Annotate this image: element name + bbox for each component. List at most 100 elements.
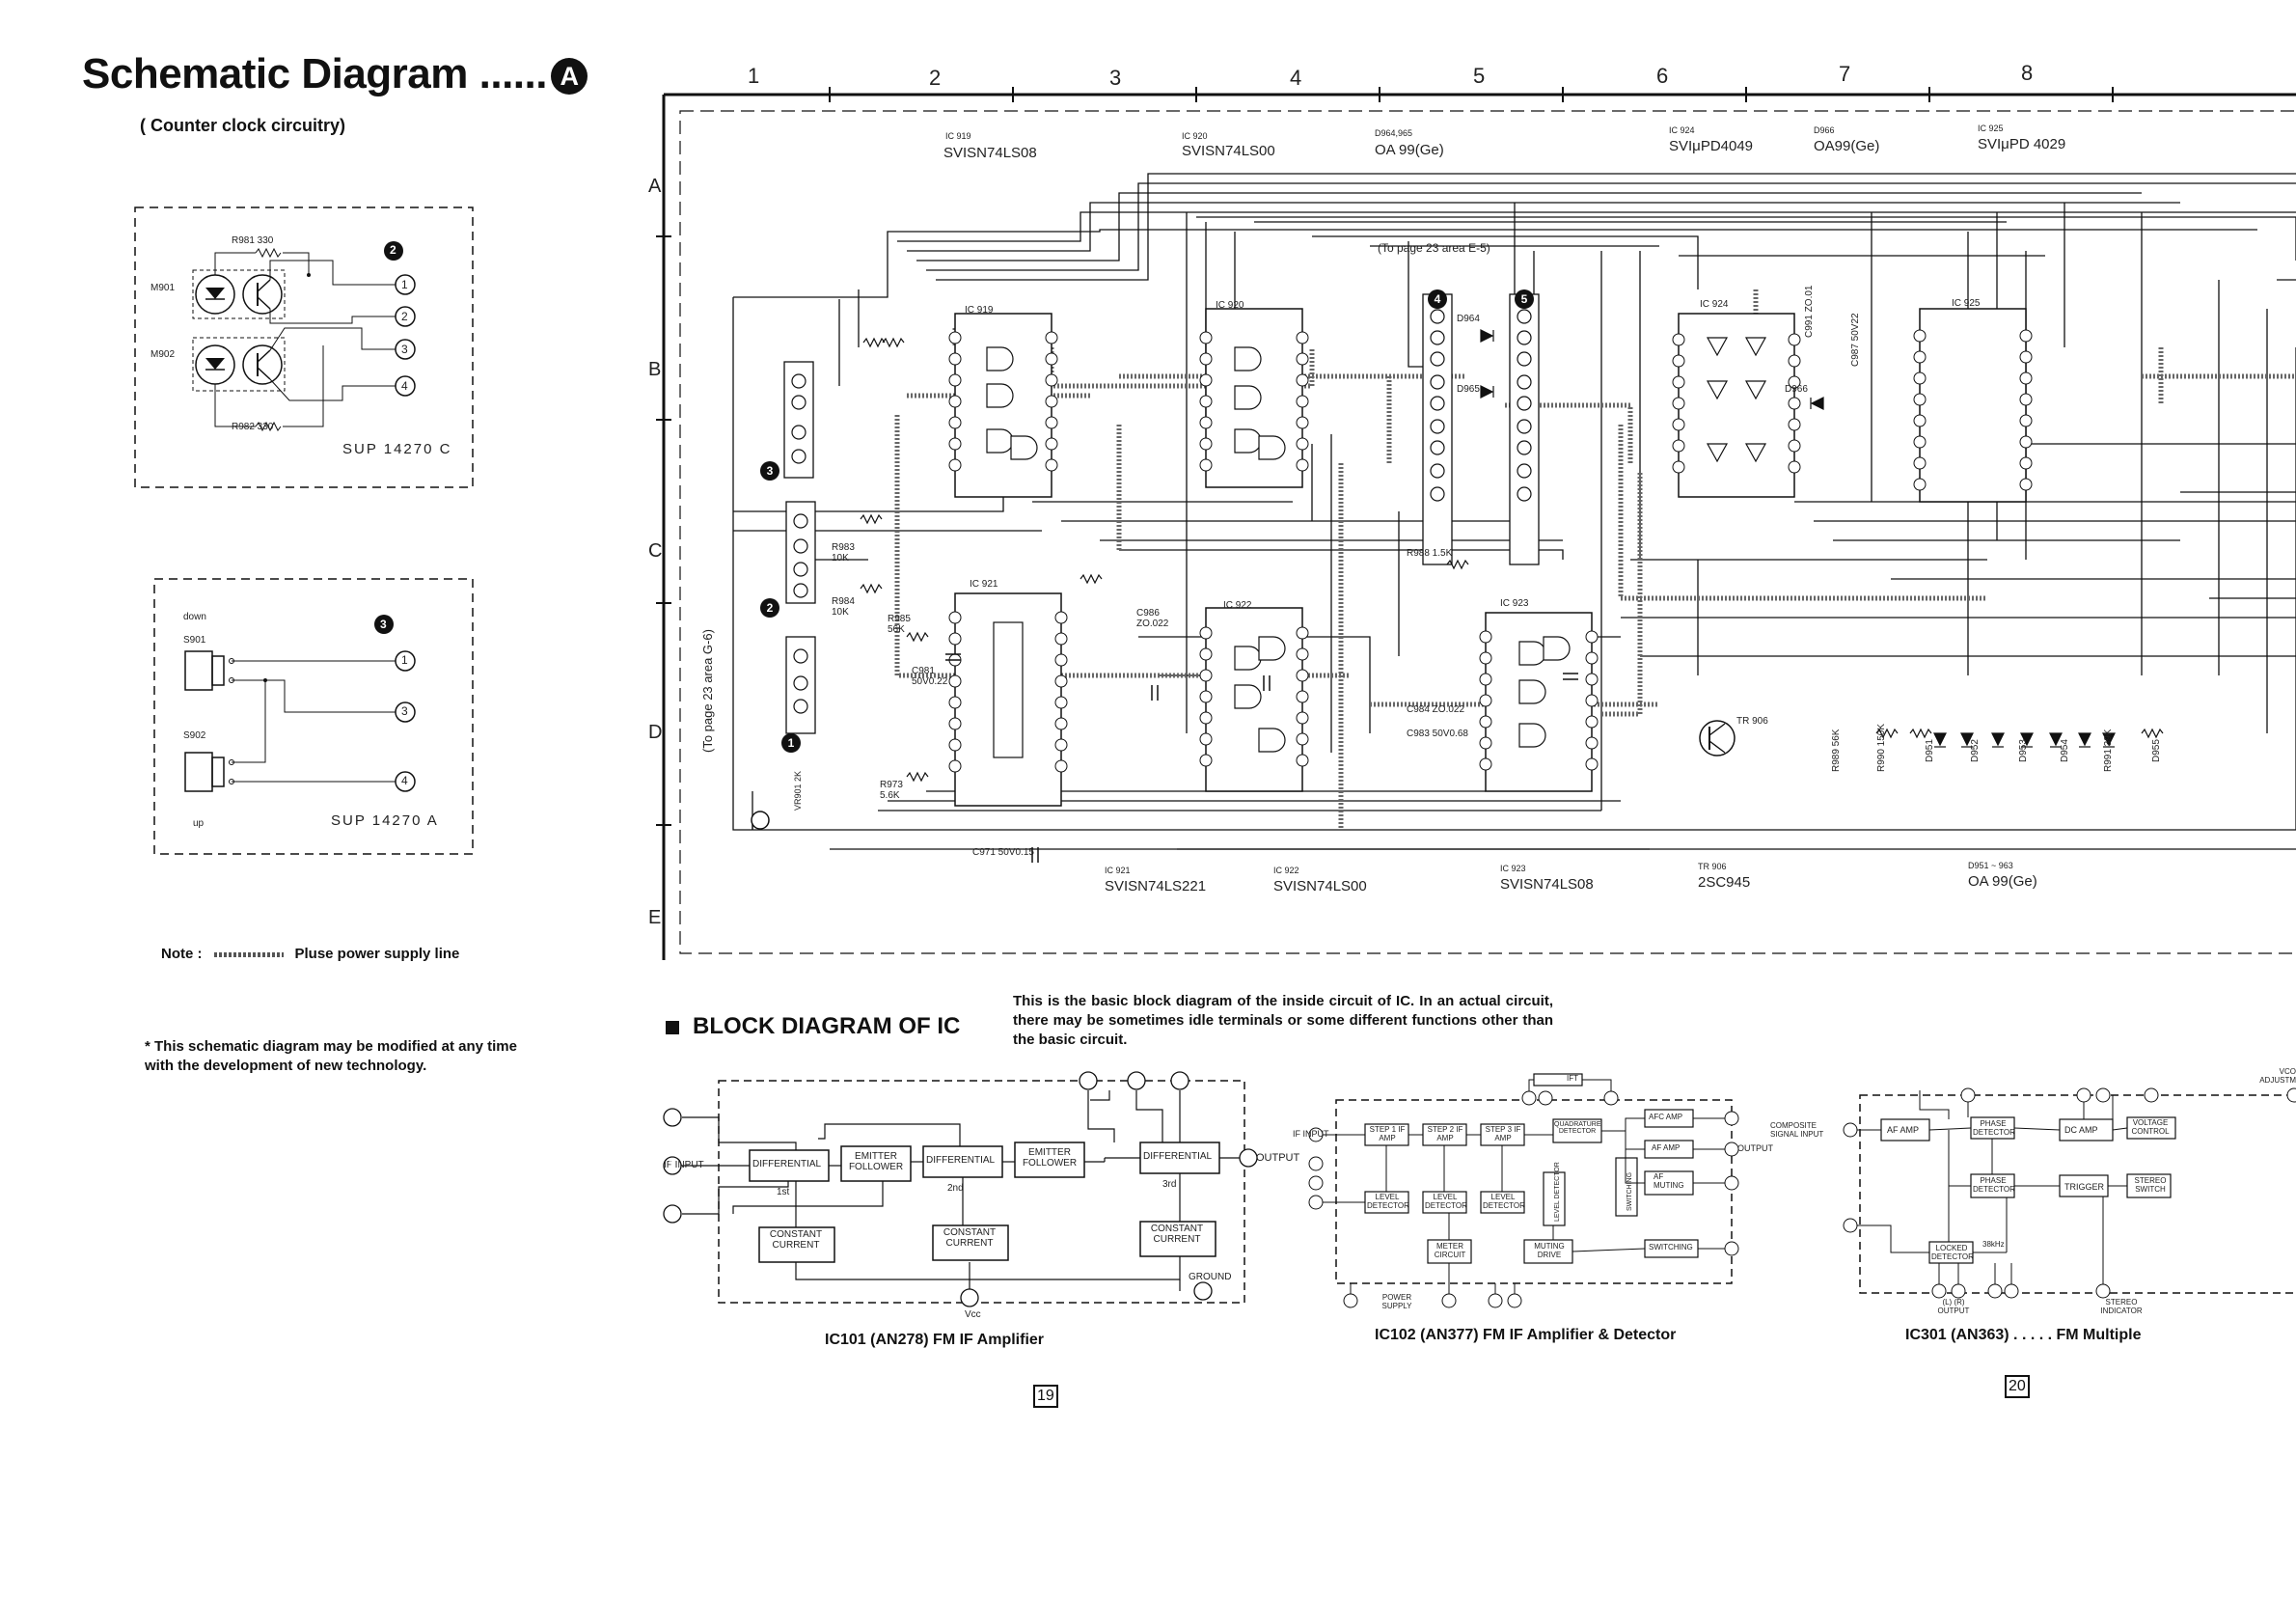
c987-label: C987 50V22 xyxy=(1850,313,1861,367)
r973-label: R973 5.6K xyxy=(880,780,903,801)
ic101-block-5: DIFFERENTIAL xyxy=(1143,1151,1213,1162)
ic301-freq: 38kHz xyxy=(1982,1240,2005,1249)
ic920-legend-type: SVISN74LS00 xyxy=(1182,143,1275,159)
ic102-block-13: METER CIRCUIT xyxy=(1434,1242,1466,1259)
r985-label: R985 56K xyxy=(888,614,911,635)
ic921-label: IC 921 xyxy=(970,579,998,590)
grid-row-b: B xyxy=(648,359,662,380)
page-title: Schematic Diagram ......A xyxy=(82,50,588,98)
m902-label: M902 xyxy=(150,349,176,360)
ic301-block-5: PHASE DETECTOR xyxy=(1973,1176,2015,1194)
ic101-output: OUTPUT xyxy=(1256,1152,1300,1164)
svg-text:4: 4 xyxy=(1435,292,1441,306)
ic101-block-diagram xyxy=(663,1071,1258,1307)
ic101-block-7: CONSTANT CURRENT xyxy=(943,1227,997,1249)
ic102-block-8: SWITCHING xyxy=(1626,1171,1633,1211)
ic101-pin-1: 1 xyxy=(669,1159,674,1169)
d951-legend-id: D951 ~ 963 xyxy=(1968,861,2013,870)
block-diagram-note: This is the basic block diagram of the i… xyxy=(1013,993,1553,1048)
ic101-if-input: IF INPUT xyxy=(664,1160,704,1170)
ic301-stereo: STEREO INDICATOR xyxy=(2100,1298,2143,1315)
ic101-block-1: DIFFERENTIAL xyxy=(752,1159,822,1169)
page-number-19: 19 xyxy=(1033,1385,1058,1408)
ic102-block-7: AF MUTING xyxy=(1654,1172,1684,1190)
to-page-g6-label: (To page 23 area G-6) xyxy=(700,629,715,753)
ic102-block-11: LEVEL DETECTOR xyxy=(1483,1193,1525,1210)
ic102-caption: IC102 (AN377) FM IF Amplifier & Detector xyxy=(1375,1327,1677,1343)
svg-text:3: 3 xyxy=(767,464,774,478)
switch-down-label: down xyxy=(183,612,206,622)
ic301-block-6: TRIGGER xyxy=(2064,1182,2105,1192)
ic101-stage-1: 1st xyxy=(777,1187,790,1197)
sup-a-pin-1: 1 xyxy=(401,653,408,667)
svg-text:1: 1 xyxy=(788,736,795,750)
ic925-legend-id: IC 925 xyxy=(1978,124,2004,133)
sup-14270a-diagram xyxy=(153,578,474,855)
d966-legend-id: D966 xyxy=(1814,125,1835,135)
ic101-stage-2: 2nd xyxy=(947,1183,964,1194)
ic919-legend-id: IC 919 xyxy=(945,131,971,141)
sup-c-pin-2: 2 xyxy=(401,310,408,323)
ic101-block-6: CONSTANT CURRENT xyxy=(769,1229,823,1251)
ic919-label: IC 919 xyxy=(965,305,994,316)
ic102-block-9: LEVEL DETECTOR xyxy=(1367,1193,1409,1210)
r989-label: R989 56K xyxy=(1831,729,1842,772)
ic102-block-2: STEP 2 IF AMP xyxy=(1427,1125,1463,1142)
ic301-vco: VCO ADJUSTM xyxy=(2259,1067,2296,1085)
d966-label: D966 xyxy=(1785,384,1808,395)
page-subtitle: ( Counter clock circuitry) xyxy=(140,116,346,135)
vr901-label: VR901 2K xyxy=(793,770,803,811)
sup-c-pin-1: 1 xyxy=(401,278,408,291)
d964-legend-id: D964,965 xyxy=(1375,128,1413,138)
ic925-label: IC 925 xyxy=(1952,298,1981,309)
ic301-block-2: PHASE DETECTOR xyxy=(1973,1119,2015,1137)
ic924-legend-type: SVIμPD4049 xyxy=(1669,138,1754,154)
page-number-20: 20 xyxy=(2005,1375,2030,1398)
counter-schematic: 321 45 xyxy=(656,87,2296,960)
r983-label: R983 10K xyxy=(832,542,855,564)
grid-column-4: 4 xyxy=(1290,66,1302,90)
r988-label: R988 1.5K xyxy=(1407,548,1453,559)
grid-row-d: D xyxy=(648,722,663,743)
grid-column-2: 2 xyxy=(929,66,942,90)
grid-column-6: 6 xyxy=(1656,64,1669,88)
d965-label: D965 xyxy=(1457,384,1480,395)
to-page-e5-label: (To page 23 area E-5) xyxy=(1378,241,1490,255)
ic101-ground: GROUND xyxy=(1189,1272,1232,1282)
ic102-power-supply: POWER SUPPLY xyxy=(1381,1293,1412,1310)
ic920-legend-id: IC 920 xyxy=(1182,131,1208,141)
ic301-block-7: STEREO SWITCH xyxy=(2134,1176,2167,1194)
ic922-legend-id: IC 922 xyxy=(1273,866,1299,875)
d953-label: D953 xyxy=(2018,739,2029,762)
sup-c-pin-3: 3 xyxy=(401,343,408,356)
grid-column-3: 3 xyxy=(1109,66,1122,90)
grid-column-1: 1 xyxy=(748,64,760,88)
sup-c-badge: 2 xyxy=(390,243,396,257)
power-line-symbol xyxy=(213,951,284,957)
ic924-legend-id: IC 924 xyxy=(1669,125,1695,135)
block-diagram-heading: BLOCK DIAGRAM OF IC xyxy=(666,1013,960,1040)
grid-row-e: E xyxy=(648,907,662,928)
d951-label: D951 xyxy=(1925,739,1935,762)
c971-label: C971 50V0.15 xyxy=(972,847,1034,858)
ic102-block-10: LEVEL DETECTOR xyxy=(1425,1193,1467,1210)
sup-a-pin-4: 4 xyxy=(401,774,408,787)
ic102-output: OUTPUT xyxy=(1737,1143,1773,1153)
c981-label: C981 50V0.22 xyxy=(912,666,948,687)
grid-column-8: 8 xyxy=(2021,61,2034,85)
sup-a-pin-3: 3 xyxy=(401,704,408,718)
ic921-legend-type: SVISN74LS221 xyxy=(1105,878,1207,894)
c984-label: C984 ZO.022 xyxy=(1407,704,1465,715)
sup-c-pin-4: 4 xyxy=(401,379,408,393)
ic102-ift: IFT xyxy=(1567,1074,1578,1083)
ic923-label: IC 923 xyxy=(1500,598,1529,609)
switch-up-label: up xyxy=(193,818,205,829)
s902-label: S902 xyxy=(183,730,206,741)
ic101-block-3: DIFFERENTIAL xyxy=(926,1155,996,1166)
ic925-legend-type: SVIμPD 4029 xyxy=(1978,136,2066,152)
sup-14270c-diagram xyxy=(134,206,474,488)
ic301-composite: COMPOSITE SIGNAL INPUT xyxy=(1770,1121,1824,1139)
svg-text:2: 2 xyxy=(767,601,774,615)
ic101-block-4: EMITTER FOLLOWER xyxy=(1022,1147,1078,1169)
r982-label: R982 330 xyxy=(232,422,274,432)
